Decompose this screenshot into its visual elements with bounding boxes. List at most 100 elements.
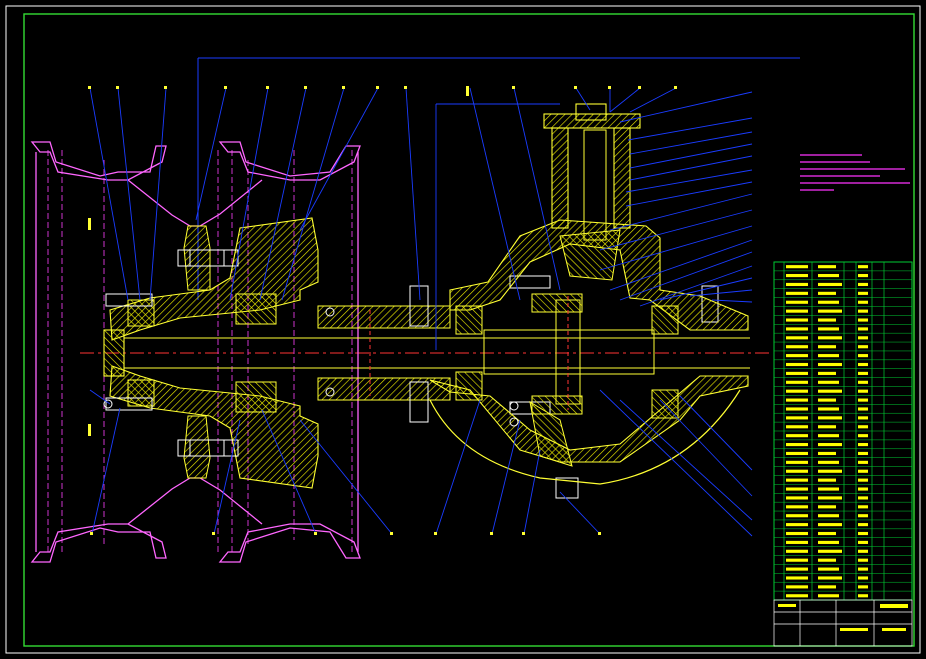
half-shaft bbox=[124, 310, 750, 396]
parts-table-cell-text bbox=[818, 558, 836, 562]
parts-table-cell-text bbox=[786, 425, 808, 429]
differential-bearings bbox=[455, 305, 679, 419]
parts-table-cell-text bbox=[786, 594, 808, 598]
parts-table-cell-text bbox=[858, 460, 868, 464]
parts-table-cell-text bbox=[818, 327, 839, 331]
parts-table-cell-text bbox=[786, 282, 808, 287]
parts-table-cell-text bbox=[818, 514, 839, 518]
parts-table-cell-text bbox=[818, 487, 839, 491]
parts-table-cell-text bbox=[786, 354, 808, 358]
parts-table-cell-text bbox=[858, 443, 868, 447]
parts-table-cell-text bbox=[818, 567, 839, 571]
parts-table-cell-text bbox=[818, 407, 839, 411]
parts-table-cell-text bbox=[818, 265, 836, 269]
parts-table-cell-text bbox=[818, 451, 836, 456]
parts-table-cell-text bbox=[858, 345, 868, 349]
differential-spider bbox=[483, 296, 655, 410]
parts-table-cell-text bbox=[786, 576, 808, 580]
parts-table-cell-text bbox=[858, 451, 868, 456]
parts-table-cell-text bbox=[818, 505, 836, 509]
parts-table-cell-text bbox=[786, 345, 808, 349]
leader-lines-top bbox=[89, 87, 677, 350]
parts-table-cell-text bbox=[818, 318, 836, 322]
parts-table-cell-text bbox=[858, 425, 868, 429]
parts-table-cell-text bbox=[786, 318, 808, 322]
parts-table-cell-text bbox=[786, 371, 808, 375]
dual-wheel-rims bbox=[30, 141, 361, 563]
drawing-frame bbox=[5, 5, 921, 654]
parts-table-cell-text bbox=[818, 274, 839, 278]
parts-table-cell-text bbox=[858, 274, 868, 278]
parts-table-cell-text bbox=[858, 291, 868, 295]
wheel-hub bbox=[103, 217, 319, 489]
wheel-bearings bbox=[127, 293, 277, 413]
parts-table-cell-text bbox=[858, 300, 868, 304]
parts-table-cell-text bbox=[858, 478, 868, 482]
parts-table-cell-text bbox=[818, 549, 842, 553]
parts-table-cell-text bbox=[786, 291, 808, 295]
parts-table-cell-text bbox=[818, 291, 836, 295]
parts-table-cell-text bbox=[786, 434, 808, 438]
parts-table-cell-text bbox=[786, 558, 808, 562]
parts-table-cell-text bbox=[786, 469, 808, 473]
parts-table-cell-text bbox=[786, 487, 808, 491]
parts-table-cell-text bbox=[858, 265, 868, 269]
parts-table-cell-text bbox=[858, 371, 868, 375]
parts-table-cell-text bbox=[818, 531, 836, 536]
hub-bolts bbox=[105, 249, 719, 499]
parts-table-cell-text bbox=[858, 398, 868, 402]
parts-table-cell-text bbox=[858, 362, 868, 367]
parts-table-cell-text bbox=[786, 505, 808, 509]
parts-table-cell-text bbox=[858, 469, 868, 473]
parts-table-cell-text bbox=[818, 585, 836, 589]
title-block bbox=[773, 599, 913, 647]
parts-table-cell-text bbox=[818, 416, 842, 420]
parts-table-cell-text bbox=[858, 496, 868, 500]
parts-table-cell-text bbox=[858, 282, 868, 287]
parts-table-cell-text bbox=[786, 389, 808, 393]
parts-table-cell-text bbox=[858, 585, 868, 589]
parts-table-cell-text bbox=[818, 354, 839, 358]
parts-table-cell-text bbox=[818, 371, 836, 375]
parts-table-cell-text bbox=[818, 496, 842, 500]
parts-table-cell-text bbox=[858, 380, 868, 384]
parts-table-cell-text bbox=[786, 585, 808, 589]
parts-table-cell-text bbox=[818, 398, 836, 402]
parts-table-cell-text bbox=[786, 549, 808, 553]
parts-table-cell-text bbox=[858, 594, 868, 598]
parts-table-cell-text bbox=[786, 380, 808, 384]
parts-table-cell-text bbox=[786, 398, 808, 402]
parts-table-cell-text bbox=[858, 487, 868, 491]
parts-table-cell-text bbox=[786, 362, 808, 367]
parts-table-cell-text bbox=[786, 496, 808, 500]
leader-lines-bottom bbox=[89, 389, 601, 535]
parts-table-cell-text bbox=[786, 523, 808, 527]
stud-circles bbox=[103, 307, 519, 427]
parts-table-cell-text bbox=[858, 336, 868, 340]
parts-table-cell-text bbox=[818, 594, 839, 598]
parts-table-cell-text bbox=[858, 558, 868, 562]
parts-table-cell-text bbox=[786, 336, 808, 340]
parts-table-cell-text bbox=[818, 523, 842, 527]
parts-table-cell-text bbox=[818, 309, 842, 313]
parts-table-cell-text bbox=[786, 309, 808, 313]
parts-table-cell-text bbox=[786, 478, 808, 482]
parts-table-cell-text bbox=[786, 531, 808, 536]
differential-housing-outline bbox=[429, 389, 741, 485]
parts-table-cell-text bbox=[858, 416, 868, 420]
parts-table-cell-text bbox=[818, 460, 839, 464]
parts-table-cell-text bbox=[786, 327, 808, 331]
parts-table-cell-text bbox=[858, 576, 868, 580]
parts-table-cell-text bbox=[858, 549, 868, 553]
parts-table-cell-text bbox=[818, 282, 842, 287]
parts-table-cell-text bbox=[786, 514, 808, 518]
parts-table-cell-text bbox=[818, 576, 842, 580]
parts-table-cell-text bbox=[858, 309, 868, 313]
parts-table-cell-text bbox=[818, 362, 842, 367]
parts-table-cell-text bbox=[818, 540, 839, 544]
parts-table-cell-text bbox=[858, 327, 868, 331]
parts-table-cell-text bbox=[858, 505, 868, 509]
parts-table-cell-text bbox=[858, 540, 868, 544]
parts-table-cell-text bbox=[858, 514, 868, 518]
